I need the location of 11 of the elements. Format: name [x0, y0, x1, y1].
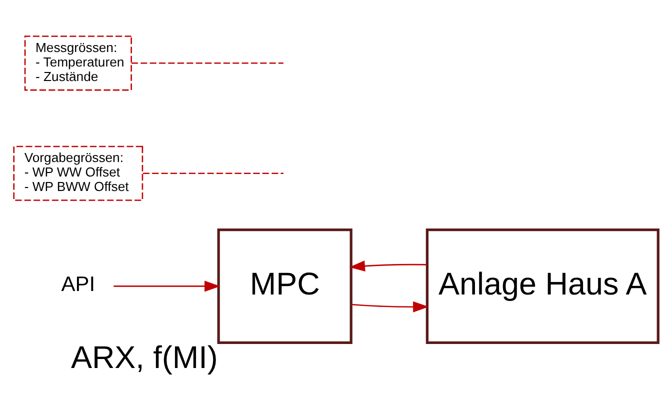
node-box: MPC	[217, 228, 352, 344]
node-label: ARX, f(MI)	[70, 338, 218, 374]
arrow	[114, 280, 220, 292]
arrow	[351, 300, 429, 312]
node-text: API	[61, 272, 96, 296]
node-box: Anlage Haus A	[426, 228, 660, 344]
node-box: Messgrössen: - Temperaturen - Zustände	[24, 35, 132, 90]
arrow	[349, 260, 427, 272]
connector	[132, 62, 284, 64]
connector	[142, 172, 284, 174]
node-box: Vorgabegrössen: - WP WW Offset - WP BWW Offset	[13, 145, 144, 200]
